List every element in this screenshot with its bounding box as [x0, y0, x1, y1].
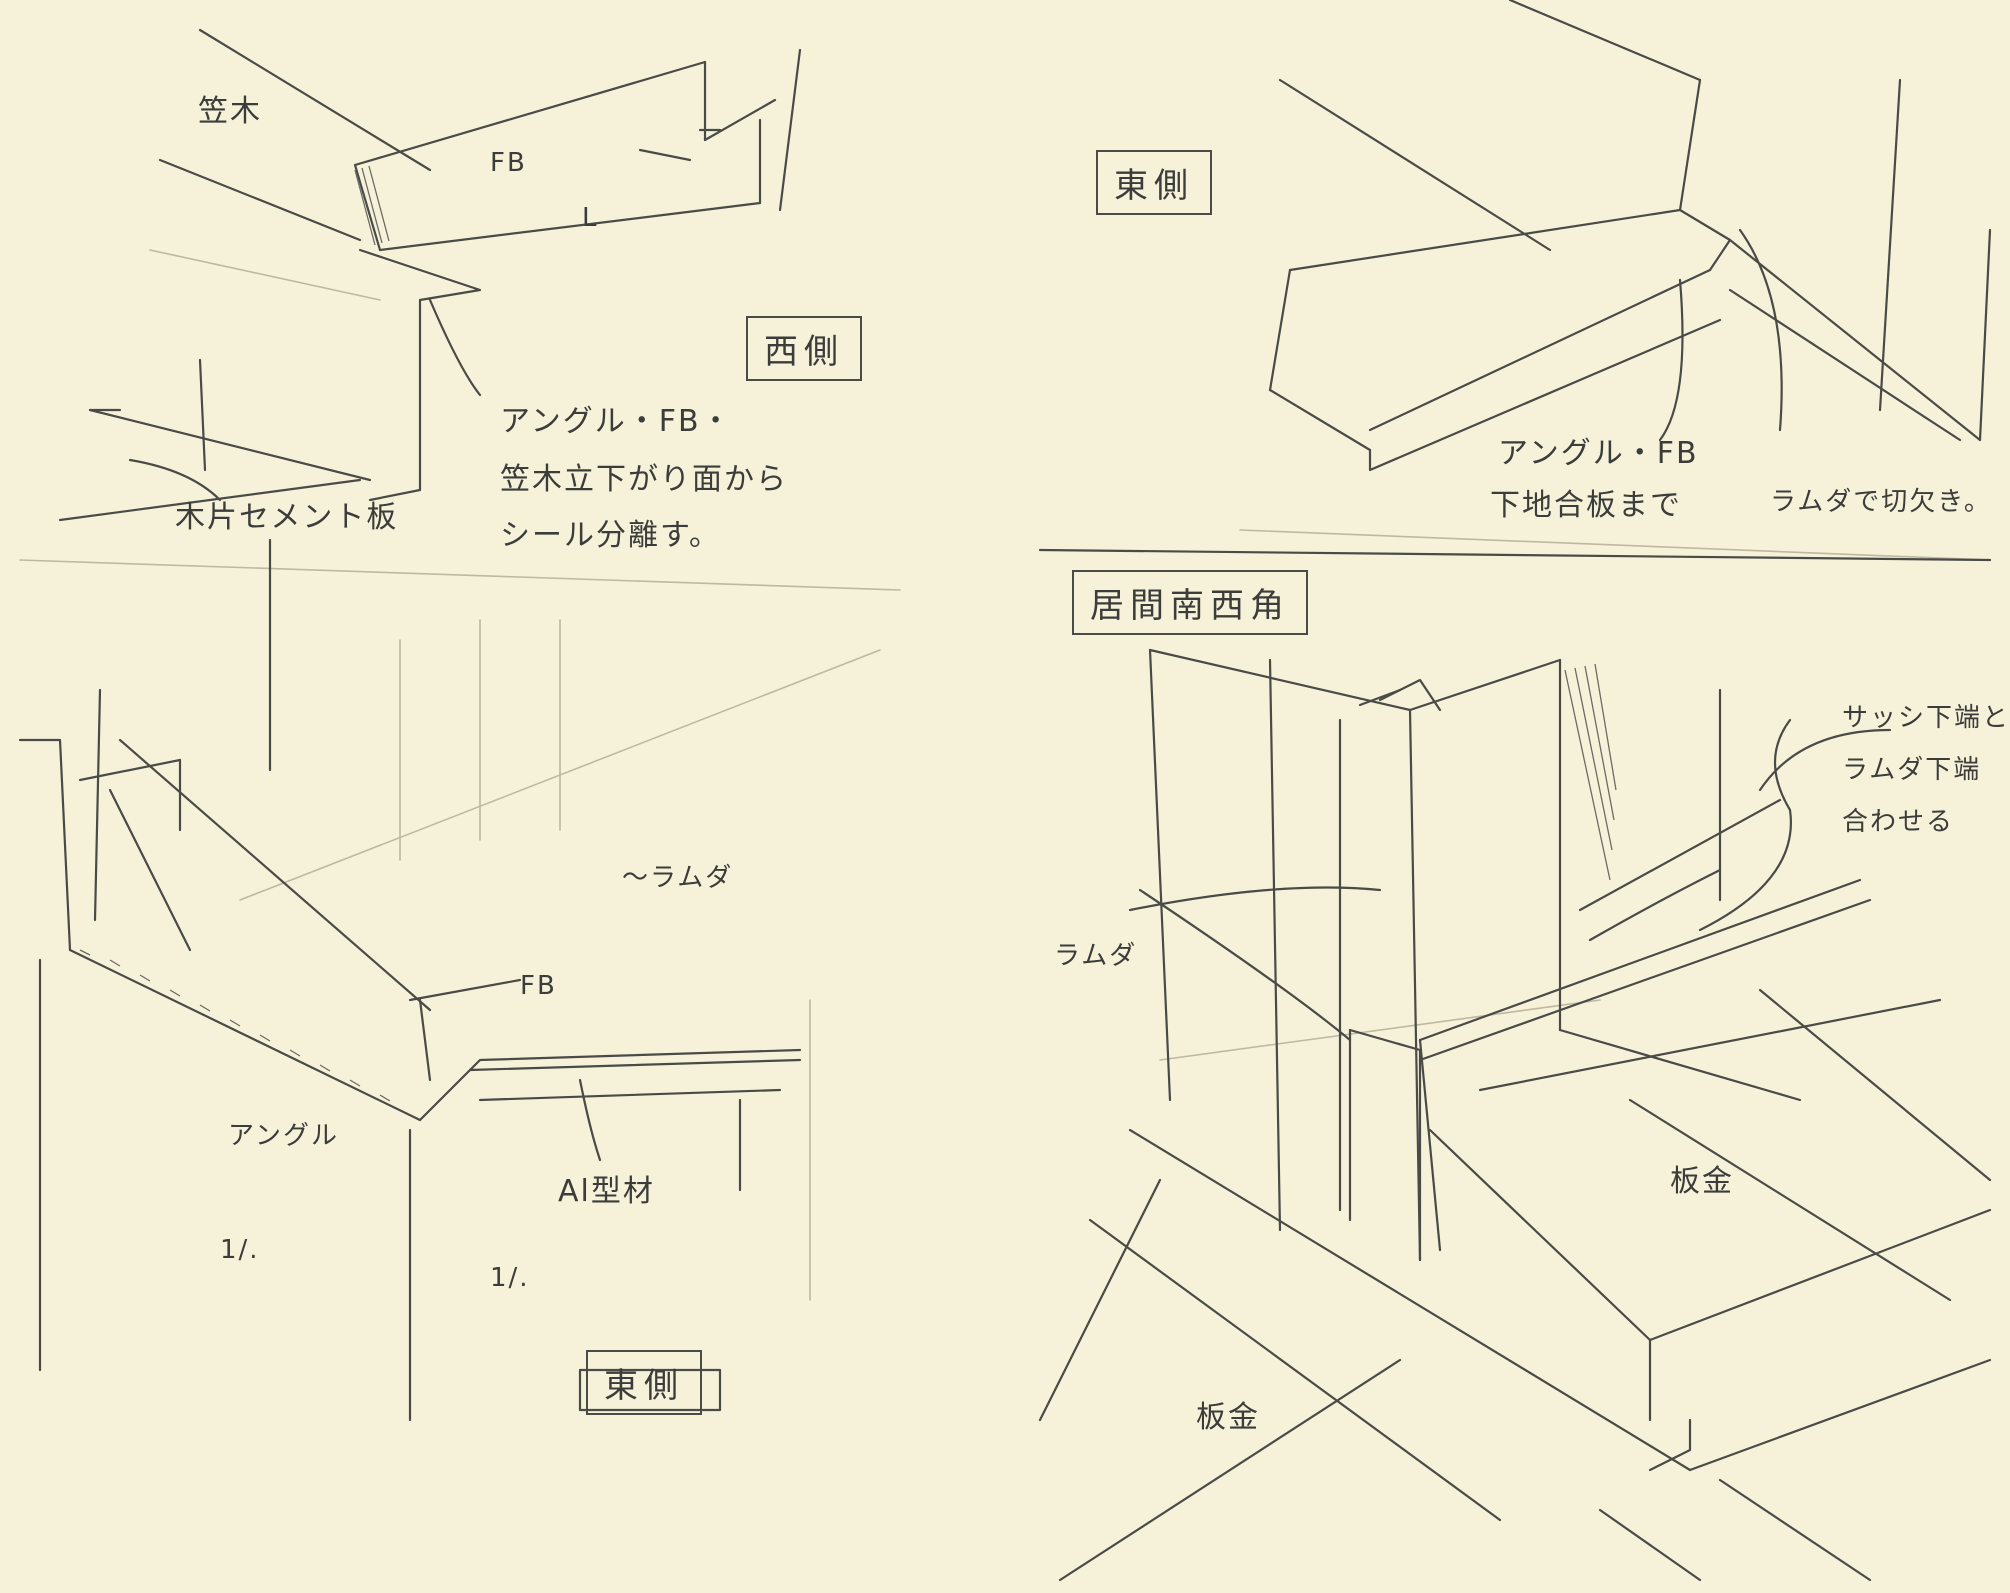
label-sheet-metal-1: 板金: [1670, 1164, 1734, 1199]
label-slash-2: 1/.: [490, 1263, 530, 1293]
sash-note-line-2: ラムダ下端: [1842, 755, 1982, 785]
title-east-top: 東側: [1096, 150, 1212, 215]
label-ramuda-cut: ラムダで切欠き。: [1770, 487, 1992, 517]
east-note-line-2: 下地合板まで: [1490, 488, 1682, 523]
label-l: L: [582, 203, 599, 233]
east-parapet-drawing-left: [18, 688, 802, 1422]
label-slash-1: 1/.: [220, 1235, 260, 1265]
label-al-profile: Al型材: [558, 1174, 655, 1209]
label-fb: FB: [490, 148, 527, 178]
angle-fb-note-line-2: 笠木立下がり面から: [500, 462, 788, 497]
sash-note-line-1: サッシ下端と: [1842, 703, 2010, 733]
label-ramuda-2: ラムダ: [1054, 941, 1138, 971]
living-sw-corner-drawing: [1038, 648, 1992, 1582]
east-detail-drawing: [1038, 0, 1992, 562]
title-east-bottom: 東側: [586, 1350, 702, 1415]
construction-lines: [19, 249, 1991, 1301]
label-angle: アングル: [228, 1121, 339, 1151]
label-kasagi: 笠木: [198, 94, 262, 129]
angle-fb-note-line-3: シール分離す。: [500, 518, 721, 553]
label-fb-2: FB: [520, 971, 557, 1001]
title-living-sw-corner: 居間南西角: [1072, 570, 1308, 635]
angle-fb-note-line-1: アングル・FB・: [500, 404, 733, 439]
label-wood-cement-board: 木片セメント板: [175, 500, 399, 535]
label-ramuda-1: 〜ラムダ: [622, 863, 734, 893]
east-note-line-1: アングル・FB: [1498, 436, 1699, 471]
label-sheet-metal-2: 板金: [1196, 1400, 1260, 1435]
sash-note-line-3: 合わせる: [1842, 807, 1955, 837]
title-west: 西側: [746, 316, 862, 381]
west-parapet-drawing: [58, 28, 802, 772]
